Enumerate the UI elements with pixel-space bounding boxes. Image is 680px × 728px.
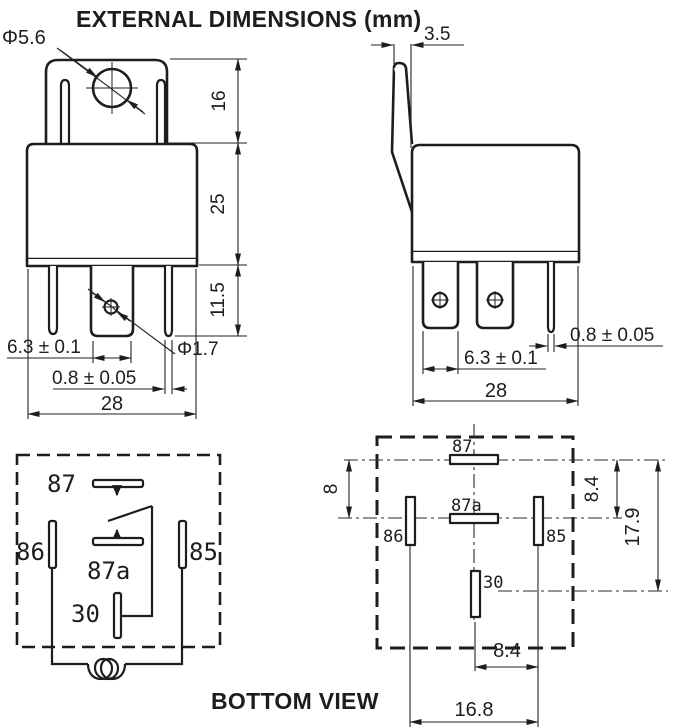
dim-front-pin-thickness: 0.8 ± 0.05 [52, 368, 136, 389]
schematic-armature [107, 504, 153, 523]
bottom-label-85: 85 [546, 527, 566, 547]
circuit-schematic: 87 86 85 87a 30 [15, 453, 222, 681]
bottom-label-87: 87 [452, 437, 472, 457]
dim-front-pin-length: 11.5 [208, 282, 229, 318]
schematic-pin-86 [47, 519, 58, 570]
bottom-view-outline [375, 435, 575, 650]
side-pin-thin [546, 262, 556, 334]
dim-side-wide-pin-width: 6.3 ± 0.1 [464, 348, 538, 369]
bottom-dimension-lines [346, 459, 661, 725]
bottom-view-title: BOTTOM VIEW [211, 688, 379, 714]
dim-side-overall-depth: 28 [485, 380, 507, 402]
front-pin-thin-left [47, 266, 59, 336]
bottom-view: 87 87a 86 85 30 8 8.4 17.9 8.4 16.8 [321, 424, 668, 727]
side-view: 3.5 0.8 ± 0.05 6.3 ± 0.1 28 [371, 24, 663, 406]
dim-front-bracket-hole-dia: Φ5.6 [2, 27, 46, 49]
front-view: Φ5.6 6.3 ± 0.1 0.8 ± 0.05 Φ1.7 28 16 25 … [2, 27, 247, 419]
bottom-pad-86 [404, 495, 417, 547]
schematic-label-87a: 87a [87, 557, 130, 585]
bottom-label-86: 86 [383, 527, 403, 547]
side-flange [410, 252, 581, 264]
front-bracket-slot-left [59, 78, 71, 146]
schematic-common-wire [121, 506, 154, 618]
schematic-contact-87a [91, 536, 145, 547]
dim-bottom-right-upper-pitch: 8.4 [582, 475, 603, 502]
front-body [25, 142, 199, 261]
dim-bottom-left-pitch: 8 [321, 484, 342, 495]
dim-front-wide-pin-width: 6.3 ± 0.1 [7, 337, 81, 358]
schematic-outline [15, 453, 222, 649]
dim-front-overall-width: 28 [101, 393, 123, 415]
schematic-coil [86, 657, 127, 681]
schematic-pin-30 [112, 591, 123, 640]
dim-front-bracket-height: 16 [209, 90, 230, 111]
page-title: EXTERNAL DIMENSIONS (mm) [76, 6, 421, 32]
schematic-label-86: 86 [16, 538, 45, 566]
dim-side-pin-thickness: 0.8 ± 0.05 [570, 325, 654, 346]
bottom-label-87a: 87a [451, 496, 482, 516]
dim-bottom-full-pitch: 16.8 [455, 699, 494, 721]
front-flange [25, 259, 199, 268]
dim-bottom-right-full-pitch: 17.9 [622, 508, 644, 547]
front-bracket-slot-right [155, 78, 167, 146]
front-pin-thin-right [163, 266, 174, 338]
side-body [410, 143, 581, 254]
side-bracket-tab-top [392, 61, 414, 145]
schematic-label-87: 87 [47, 470, 76, 498]
bottom-pad-87 [448, 453, 500, 466]
dim-front-body-height: 25 [208, 193, 229, 214]
side-bracket-tab [390, 67, 416, 219]
bottom-pad-30 [469, 569, 482, 619]
dim-front-pin-hole-dia: Φ1.7 [177, 339, 219, 360]
bottom-label-30: 30 [483, 573, 503, 593]
front-dimension-lines [7, 58, 247, 419]
bottom-pad-85 [532, 495, 545, 547]
schematic-label-30: 30 [71, 600, 100, 628]
side-dimension-lines [371, 42, 663, 406]
front-leader-pin-hole [87, 288, 176, 355]
bottom-pad-87a [448, 512, 500, 525]
schematic-contact-87 [91, 478, 145, 489]
schematic-pin-85 [177, 519, 188, 570]
dim-bottom-half-pitch: 8.4 [493, 640, 521, 662]
schematic-label-85: 85 [189, 538, 218, 566]
dim-side-bracket-offset: 3.5 [424, 24, 450, 45]
front-leader-bracket-hole [56, 47, 146, 115]
